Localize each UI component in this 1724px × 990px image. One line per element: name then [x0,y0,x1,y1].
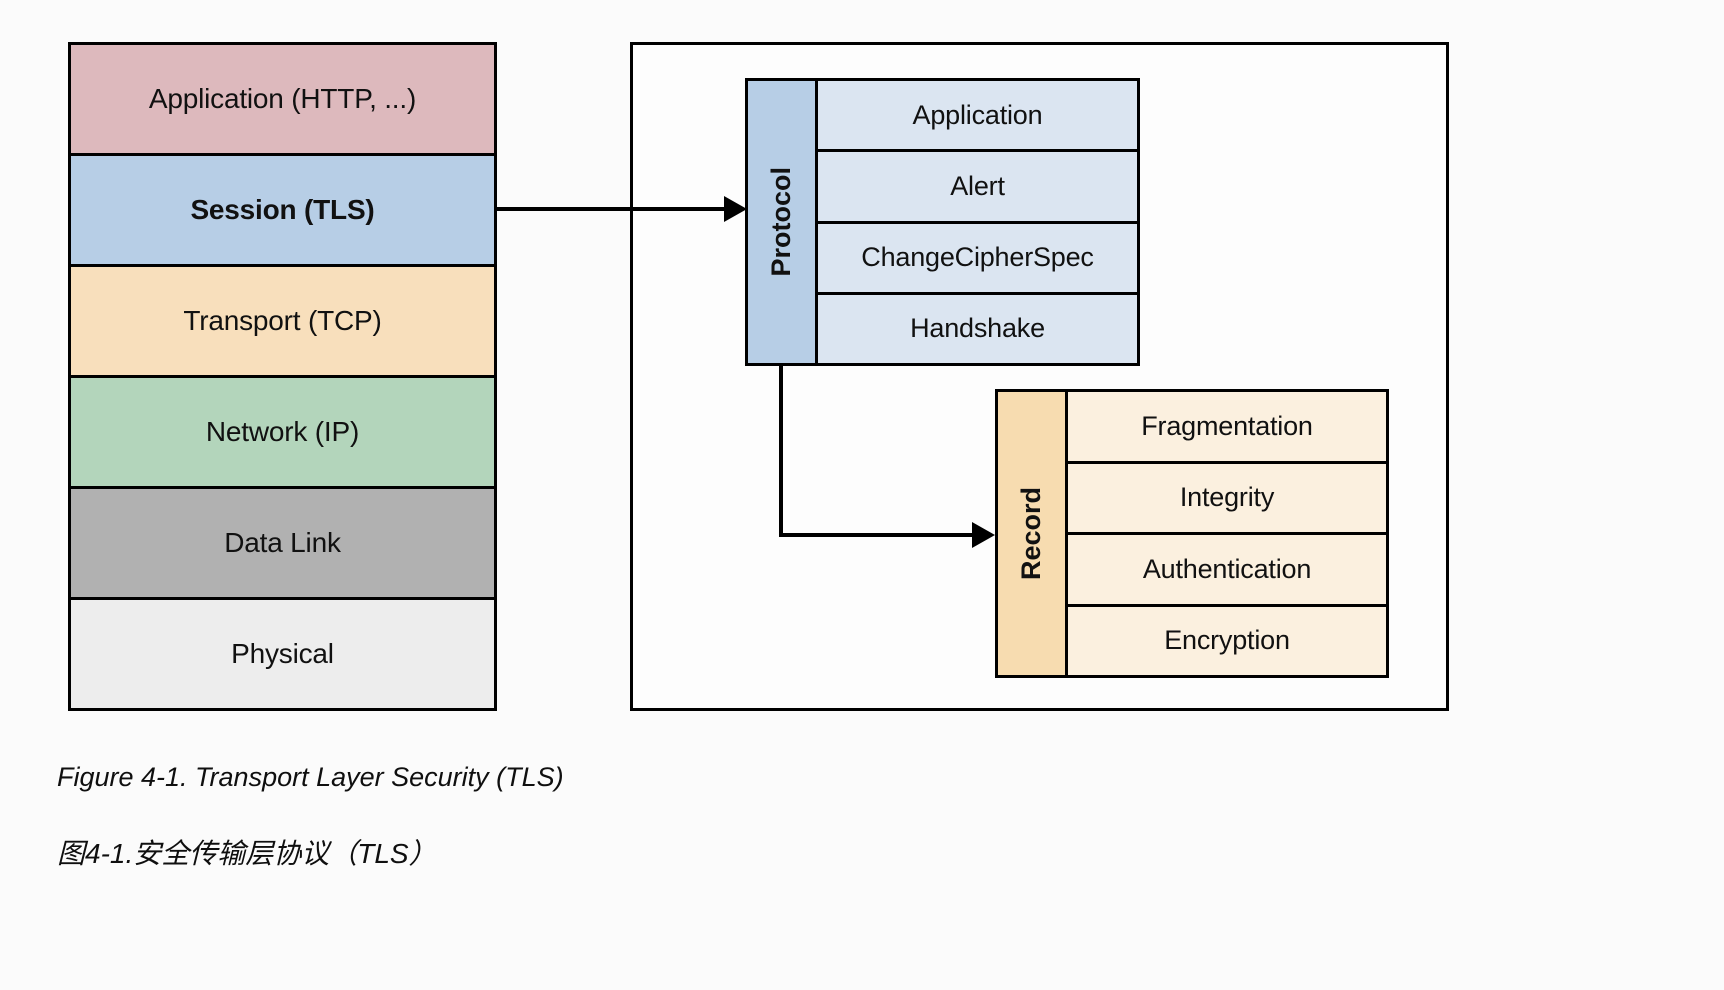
record-row-encryption: Encryption [1065,603,1389,678]
network-layer-stack: Application (HTTP, ...) Session (TLS) Tr… [68,42,497,711]
protocol-row-changecipherspec: ChangeCipherSpec [815,220,1140,295]
layer-physical: Physical [68,597,497,711]
arrow-protocol-to-record-hline [779,533,975,537]
arrow-session-to-protocol-line [497,207,727,211]
protocol-row-application: Application [815,78,1140,153]
layer-network: Network (IP) [68,375,497,489]
protocol-row-alert: Alert [815,149,1140,224]
arrow-protocol-to-record-head [972,522,995,548]
layer-transport: Transport (TCP) [68,264,497,378]
record-row-authentication: Authentication [1065,532,1389,607]
record-group: Record Fragmentation Integrity Authentic… [995,389,1389,678]
record-row-fragmentation: Fragmentation [1065,389,1389,464]
protocol-label: Protocol [766,167,796,277]
figure-caption-chinese: 图4-1.安全传输层协议（TLS） [57,838,437,869]
record-label-box: Record [995,389,1068,678]
arrow-session-to-protocol-head [724,196,747,222]
record-row-integrity: Integrity [1065,460,1389,535]
arrow-protocol-to-record-vline [779,364,783,537]
layer-session-tls: Session (TLS) [68,153,497,267]
protocol-label-box: Protocol [745,78,818,366]
protocol-row-handshake: Handshake [815,291,1140,366]
protocol-group: Protocol Application Alert ChangeCipherS… [745,78,1140,366]
layer-data-link: Data Link [68,486,497,600]
layer-application: Application (HTTP, ...) [68,42,497,156]
protocol-rows: Application Alert ChangeCipherSpec Hands… [815,78,1140,366]
record-rows: Fragmentation Integrity Authentication E… [1065,389,1389,678]
record-label: Record [1016,486,1046,581]
figure-caption-english: Figure 4-1. Transport Layer Security (TL… [57,762,564,792]
